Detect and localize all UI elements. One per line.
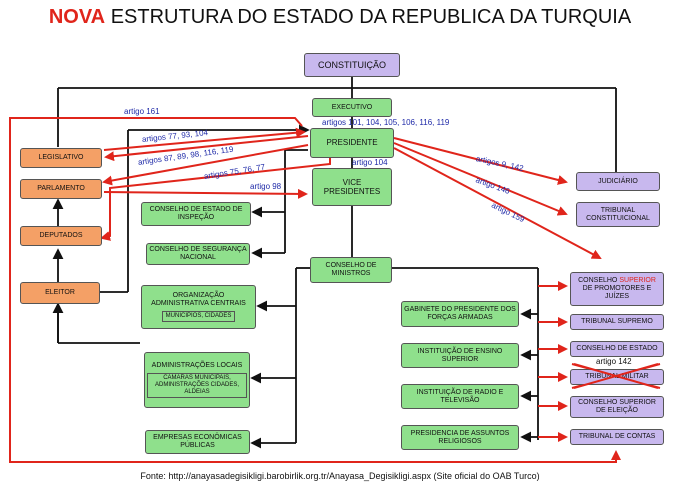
box-org-administrativa: ORGANIZAÇÃO ADMINISTRATIVA CENTRAIS MUNI… [141, 285, 256, 329]
box-label: DEPUTADOS [39, 232, 83, 239]
box-label: GABINETE DO PRESIDENTE DOS FORÇAS ARMADA… [404, 306, 516, 321]
box-presidente: PRESIDENTE [310, 128, 394, 158]
box-label: VICE PRESIDENTES [323, 178, 381, 196]
box-conselho-seguranca: CONSELHO DE SEGURANÇA NACIONAL [146, 243, 250, 265]
box-tribunal-contas: TRIBUNAL DE CONTAS [570, 429, 664, 445]
box-assuntos-religiosos: PRESIDENCIA DE ASSUNTOS RELIGIOSOS [401, 425, 519, 450]
label-artigo-161: artigo 161 [124, 107, 160, 116]
box-label: PRESIDENCIA DE ASSUNTOS RELIGIOSOS [410, 429, 510, 445]
box-label: TRIBUNAL DE CONTAS [578, 433, 656, 440]
box-conselho-estado: CONSELHO DE ESTADO [570, 341, 664, 357]
box-gabinete: GABINETE DO PRESIDENTE DOS FORÇAS ARMADA… [401, 301, 519, 327]
box-label: ORGANIZAÇÃO ADMINISTRATIVA CENTRAIS [151, 292, 246, 307]
box-conselho-superior-promotores: CONSELHO SUPERIOR DE PROMOTORES E JUÍZES [570, 272, 664, 306]
box-label: EMPRESAS ECONÔMICAS PÚBLICAS [153, 434, 242, 449]
label-artigo-104: artigo 104 [352, 158, 388, 167]
box-radio-televisao: INSTITUIÇÃO DE RADIO E TELEVISÃO [401, 384, 519, 409]
box-label: PARLAMENTO [37, 185, 85, 192]
box-administracoes-locais: ADMINISTRAÇÕES LOCAIS CAMARAS MUNICIPAIS… [144, 352, 250, 408]
box-tribunal-constitucional: TRIBUNAL CONSTITUICIONAL [576, 202, 660, 227]
box-tribunal-supremo: TRIBUNAL SUPREMO [570, 314, 664, 330]
box-label: INSTITUIÇÃO DE ENSINO SUPERIOR [417, 347, 503, 363]
box-label: LEGISLATIVO [38, 154, 84, 161]
box-conselho-ministros: CONSELHO DE MINISTROS [310, 257, 392, 283]
box-label-pre: CONSELHO [578, 277, 618, 284]
source-footer: Fonte: http://anayasadegisikligi.barobir… [140, 471, 540, 481]
label-artigo-98: artigo 98 [250, 182, 282, 191]
box-label: CONSELHO DE ESTADO [576, 345, 658, 352]
box-label: PRESIDENTE [326, 138, 378, 147]
page-title: NOVA ESTRUTURA DO ESTADO DA REPUBLICA DA… [0, 6, 680, 29]
box-executivo: EXECUTIVO [312, 98, 392, 117]
box-legislativo: LEGISLATIVO [20, 148, 102, 168]
box-sublabel: CAMARAS MUNICIPAIS, ADMINISTRAÇÕES CIDAD… [147, 373, 247, 398]
box-label: EXECUTIVO [331, 103, 373, 111]
box-label: JUDICIÁRIO [598, 177, 638, 185]
box-eleitor: ELEITOR [20, 282, 100, 304]
box-label: CONSELHO DE ESTADO DE INSPEÇÃO [149, 206, 243, 221]
label-artigo-142: artigo 142 [596, 357, 632, 366]
box-constituicao: CONSTITUIÇÃO [304, 53, 400, 77]
box-sublabel: MUNICIPIOS, CIDADES [161, 311, 236, 322]
box-label: CONSELHO SUPERIOR DE PROMOTORES E JUÍZES [573, 277, 661, 301]
box-label: INSTITUIÇÃO DE RADIO E TELEVISÃO [416, 388, 504, 404]
box-ensino-superior: INSTITUIÇÃO DE ENSINO SUPERIOR [401, 343, 519, 368]
box-deputados: DEPUTADOS [20, 226, 102, 246]
box-label: CONSELHO DE SEGURANÇA NACIONAL [149, 246, 247, 261]
box-conselho-superior-eleicao: CONSELHO SUPERIOR DE ELEIÇÃO [570, 396, 664, 418]
box-vice-presidentes: VICE PRESIDENTES [312, 168, 392, 206]
box-label-highlight: SUPERIOR [619, 277, 656, 284]
box-label: CONSELHO DE MINISTROS [325, 262, 377, 277]
box-label: CONSELHO SUPERIOR DE ELEIÇÃO [578, 399, 656, 414]
box-empresas: EMPRESAS ECONÔMICAS PÚBLICAS [145, 430, 250, 454]
box-label: ELEITOR [45, 289, 75, 296]
box-conselho-inspecao: CONSELHO DE ESTADO DE INSPEÇÃO [141, 202, 251, 226]
box-label-post: DE PROMOTORES E JUÍZES [582, 285, 652, 300]
box-parlamento: PARLAMENTO [20, 179, 102, 199]
box-tribunal-militar: TRIBUNAL MILITAR [570, 369, 664, 385]
title-rest: ESTRUTURA DO ESTADO DA REPUBLICA DA TURQ… [110, 6, 632, 28]
box-label: ADMINISTRAÇÕES LOCAIS [151, 362, 243, 369]
box-label: TRIBUNAL SUPREMO [581, 318, 653, 325]
label-artigos-101: artigos 101, 104, 105, 106, 116, 119 [322, 118, 450, 127]
box-label: TRIBUNAL MILITAR [585, 373, 649, 380]
box-judiciario: JUDICIÁRIO [576, 172, 660, 191]
title-highlight: NOVA [48, 6, 106, 28]
box-label: TRIBUNAL CONSTITUICIONAL [586, 206, 650, 222]
box-label: CONSTITUIÇÃO [317, 60, 386, 70]
